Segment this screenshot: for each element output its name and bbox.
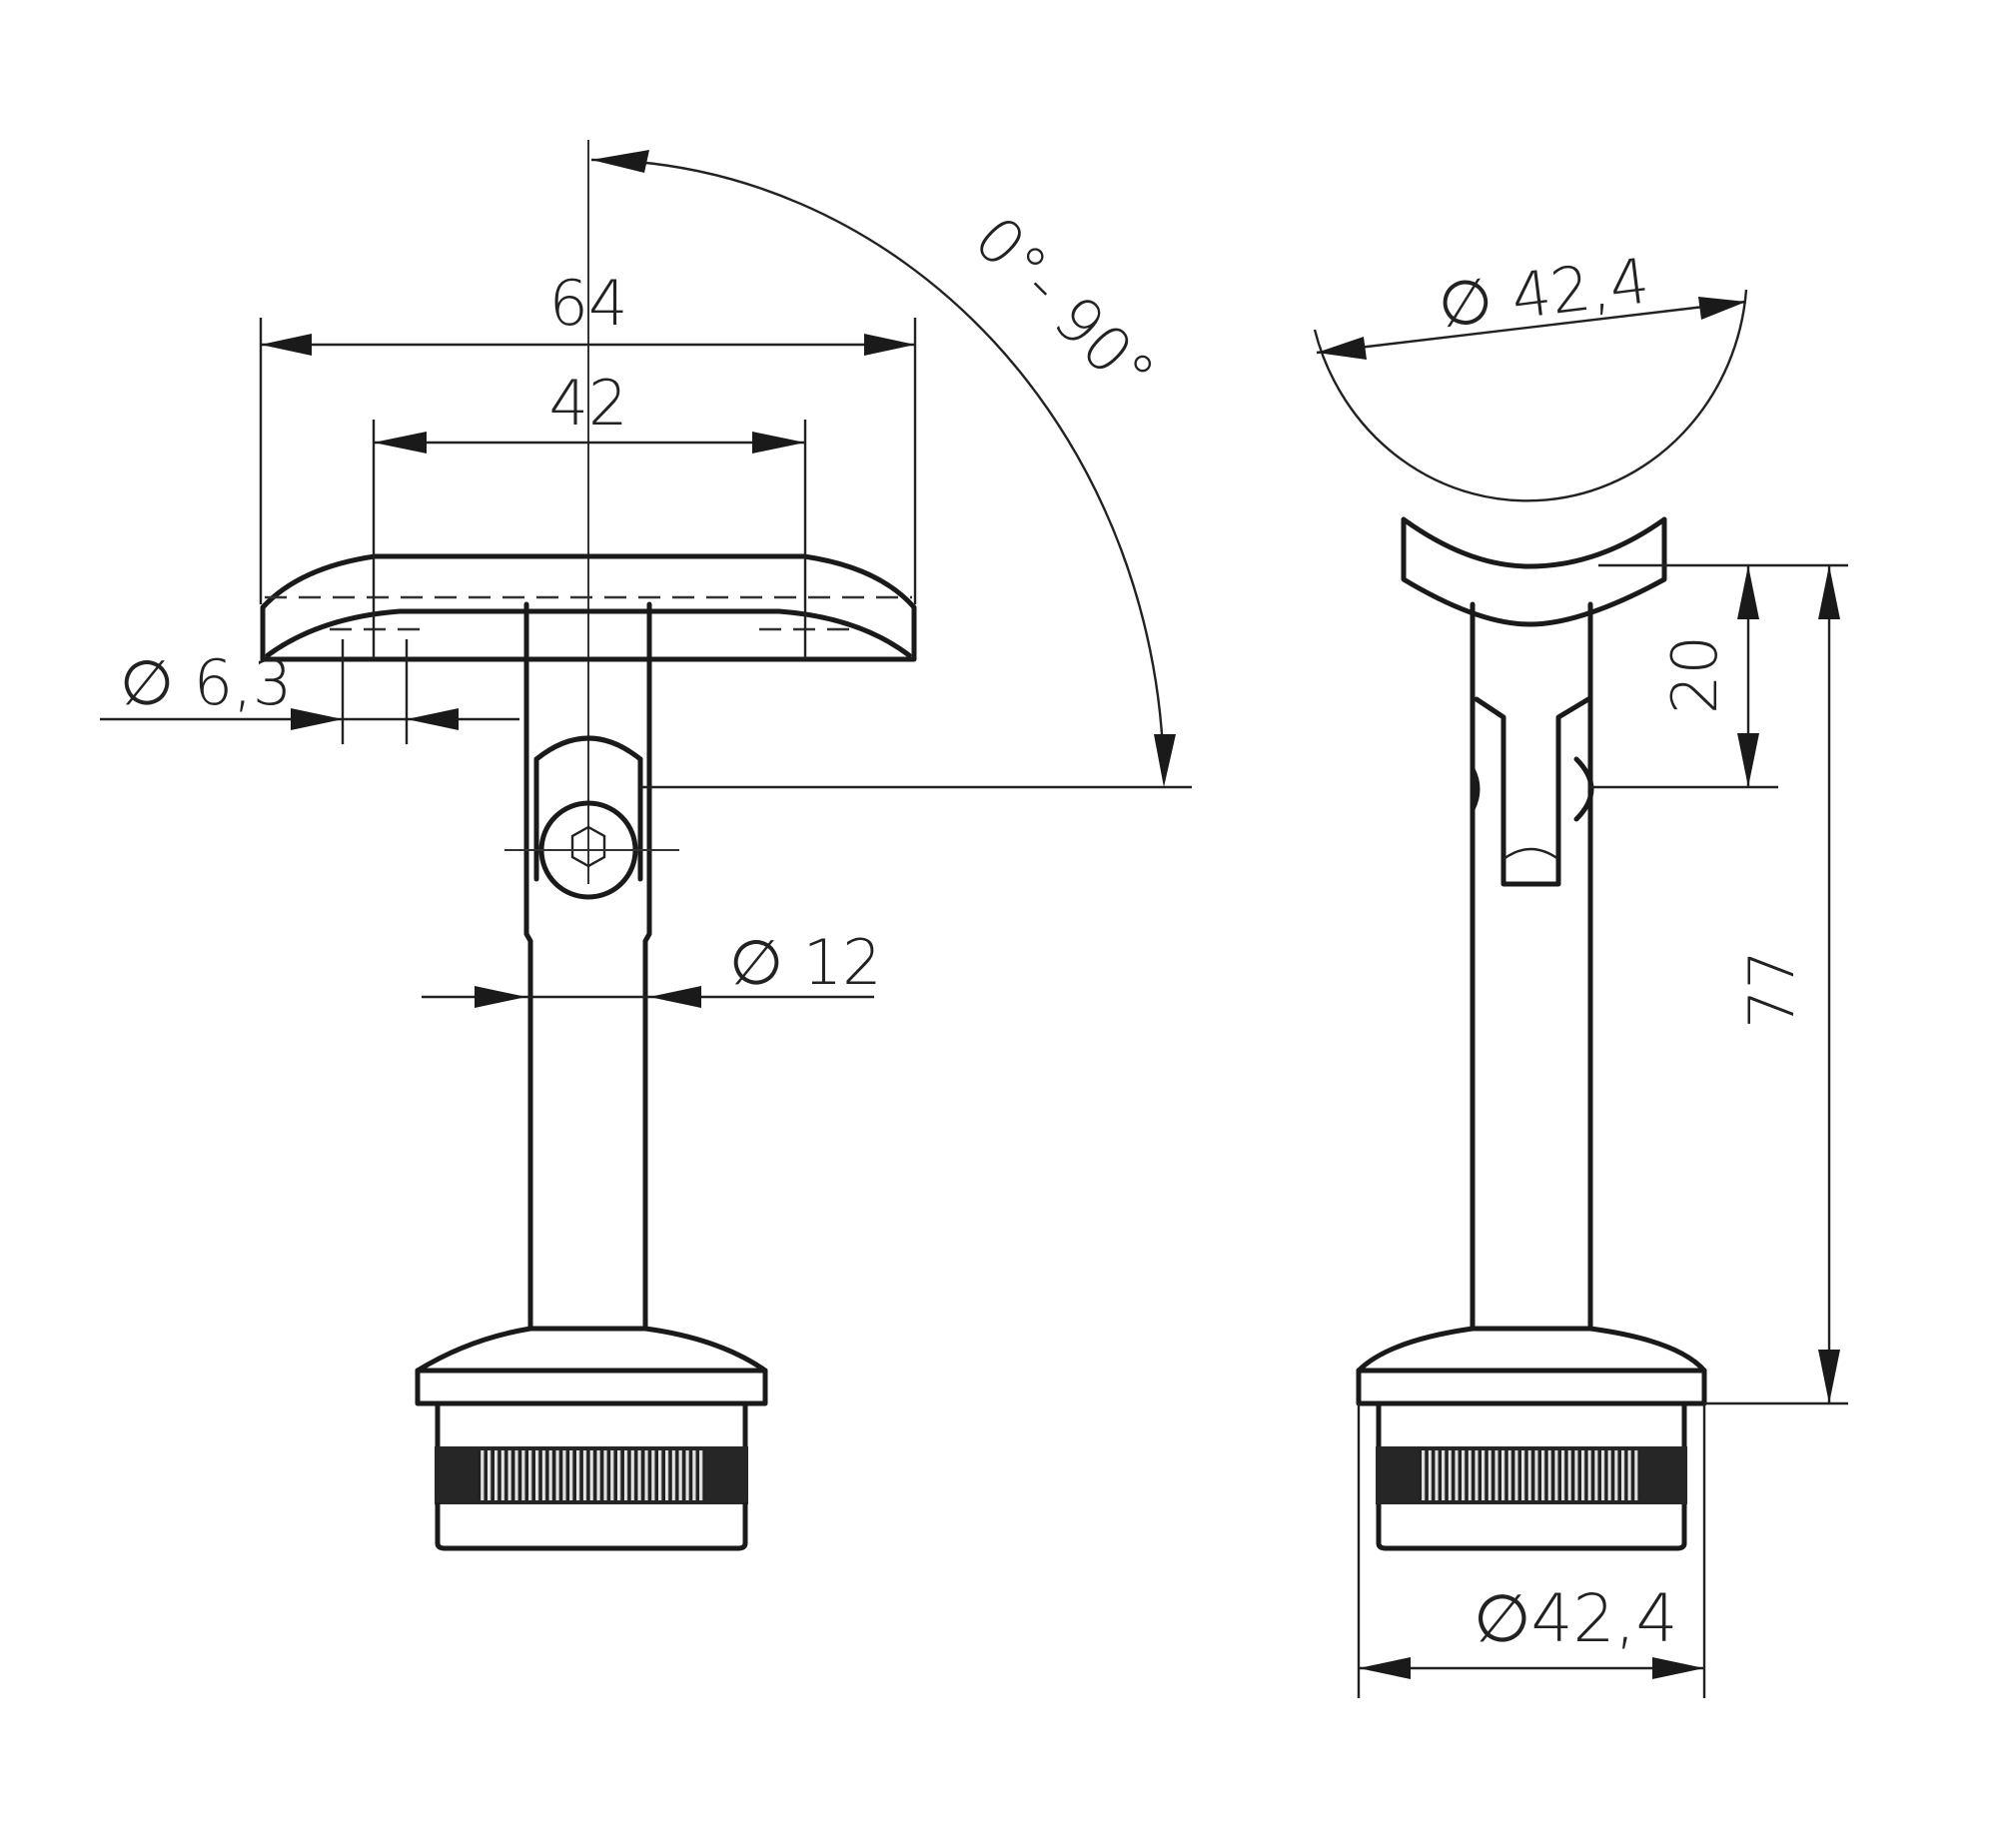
rail-saddle: [260, 420, 917, 744]
side-view: ∅ 42,4 20 77 ∅42,4: [1313, 244, 1848, 1698]
dim-64-label: 64: [549, 267, 628, 340]
post-lower: [523, 886, 652, 1332]
dim-42-4-bottom-label: ∅42,4: [1474, 1580, 1677, 1657]
side-post: [1470, 601, 1594, 1332]
dim-post-diameter: ∅ 12: [422, 926, 882, 1008]
hex-socket-icon: [570, 825, 606, 868]
dim-42-4-top-label: ∅ 42,4: [1435, 244, 1653, 342]
dim-pivot-height: 20: [1588, 563, 1848, 789]
dim-tube-diameter: ∅42,4: [1357, 1403, 1706, 1698]
dim-20-label: 20: [1658, 635, 1731, 714]
pivot-screw: [504, 800, 679, 900]
base-cap: [415, 1326, 768, 1551]
dim-hole-spacing: 42: [374, 367, 805, 454]
dim-saddle-diameter: ∅ 42,4: [1316, 244, 1747, 360]
front-view: 64 42 ∅ 6,3 ∅ 12 0°-: [100, 140, 1192, 1551]
dim-angle-label: 0°- 90°: [960, 202, 1169, 411]
side-base-cap: [1356, 1326, 1707, 1551]
dim-42-label: 42: [549, 367, 628, 440]
dim-overall-width: 64: [259, 267, 917, 604]
post-fork: [523, 601, 652, 892]
knurl-lines: [478, 1450, 705, 1500]
dim-12-label: ∅ 12: [729, 926, 882, 999]
dim-tilt-angle: 0°- 90°: [590, 150, 1192, 789]
dim-hole-diameter: ∅ 6,3: [100, 646, 519, 730]
dim-77-label: 77: [1735, 950, 1808, 1029]
dim-overall-height: 77: [1704, 565, 1848, 1405]
saddle-bowl: [1313, 289, 1748, 627]
dim-6-3-label: ∅ 6,3: [120, 646, 292, 719]
